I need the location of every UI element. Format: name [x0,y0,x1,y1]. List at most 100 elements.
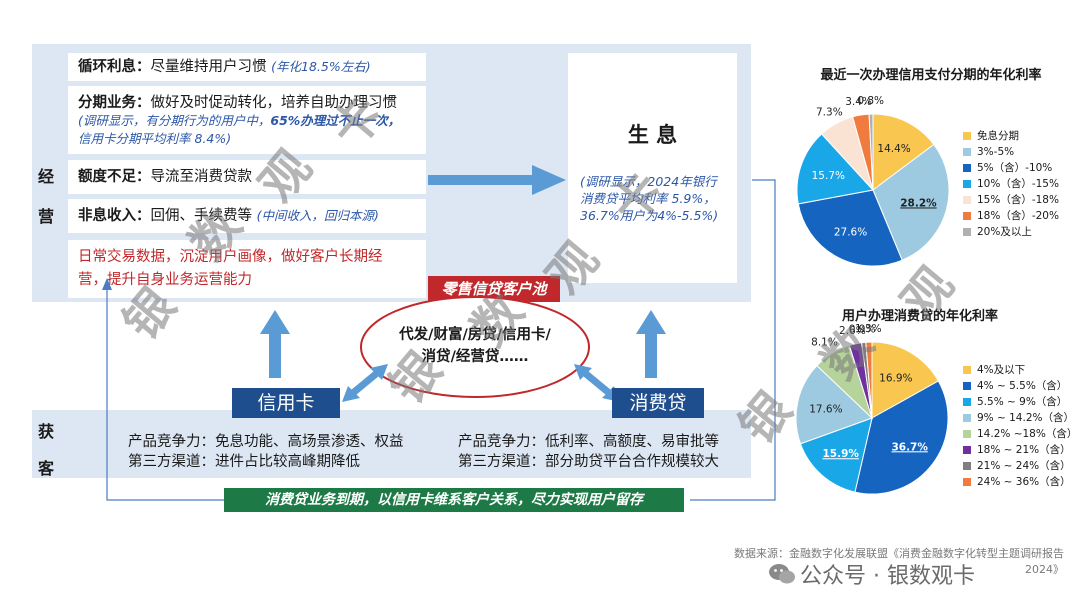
pie1-slice-6 [868,113,874,191]
pie2-label-6: 0.9% [849,324,876,336]
legend2-item: 4%及以下 [963,362,1077,378]
legend-text: 21% ~ 24%（含） [977,460,1071,472]
oval-text-1: 代发/财富/房贷/信用卡/ [399,327,551,343]
arrow-to-interest [428,165,566,195]
legend1-item: 15%（含）-18% [963,192,1059,208]
legend-swatch [963,164,971,172]
legend-text: 18%（含）-20% [977,210,1059,222]
pie-chart-installment-rate: 14.4%28.2%27.6%15.7%7.3%3.4%0.8% [796,95,950,267]
pie2-label-3: 17.6% [809,403,842,415]
pie2-label-4: 8.1% [811,337,838,349]
legend-text: 20%及以上 [977,226,1032,238]
pie1-label-5: 3.4% [845,96,872,108]
acq-label-1: 获 [38,422,55,441]
row-credit-limit: 额度不足：导流至消费贷款 [68,160,426,194]
ops-label-2: 营 [38,207,55,226]
legend-swatch [963,148,971,156]
pie1-label-2: 27.6% [834,226,867,238]
row-note-bold: 65%办理过不止一次， [270,113,401,128]
interest-note: (调研显示，2024年银行消费贷平均利率 5.9%，36.7%用户为4%-5.5… [580,174,719,223]
legend1-item: 免息分期 [963,128,1059,144]
legend-swatch [963,478,971,486]
legend-text: 免息分期 [977,130,1019,142]
red-ops-text: 日常交易数据，沉淀用户画像，做好客户长期经营，提升自身业务运营能力 [78,249,383,288]
pie2-label-0: 16.9% [879,372,912,384]
legend-swatch [963,446,971,454]
consumer-loan-line-1: 产品竞争力：低利率、高额度、易审批等 [458,434,719,450]
legend2-item: 9% ~ 14.2%（含） [963,410,1077,426]
pie1-slice-0 [872,113,935,191]
pie1-label-3: 15.7% [812,170,845,182]
up-arrow-left [260,310,290,378]
legend-swatch [963,212,971,220]
customer-pool-oval [360,296,590,398]
legend2-item: 24% ~ 36%（含） [963,474,1077,490]
legend-text: 5.5% ~ 9%（含） [977,396,1068,408]
interest-box: 生 息 (调研显示，2024年银行消费贷平均利率 5.9%，36.7%用户为4%… [568,53,737,283]
legend2-item: 5.5% ~ 9%（含） [963,394,1077,410]
row-text: 回佣、手续费等 [150,208,253,224]
row-key: 非息收入： [78,208,151,224]
row-key: 循环利息： [78,59,151,75]
pie2-slice-3 [795,364,873,445]
pie-chart-consumer-loan-rate: 16.9%36.7%15.9%17.6%8.1%2.6%0.9%1.3% [795,323,949,495]
legend1-item: 20%及以上 [963,224,1059,240]
credit-card-line-2: 第三方渠道：进件占比较高峰期降低 [128,454,360,470]
legend-text: 15%（含）-18% [977,194,1059,206]
legend-text: 24% ~ 36%（含） [977,476,1071,488]
legend-swatch [963,132,971,140]
legend-text: 10%（含）-15% [977,178,1059,190]
row-note-2: 信用卡分期平均利率 8.4%) [78,131,232,146]
legend-swatch [963,228,971,236]
chart-1-title: 最近一次办理信用支付分期的年化利率 [820,68,1042,83]
red-ops-text-box: 日常交易数据，沉淀用户画像，做好客户长期经营，提升自身业务运营能力 [68,240,426,298]
legend-text: 14.2% ~18%（含） [977,428,1078,440]
legend1-item: 18%（含）-20% [963,208,1059,224]
row-text: 导流至消费贷款 [150,169,253,185]
row-note: (中间收入，回归本源) [256,208,379,223]
legend-swatch [963,430,971,438]
row-key: 额度不足： [78,169,151,185]
legend-text: 4% ~ 5.5%（含） [977,380,1068,392]
legend-swatch [963,462,971,470]
row-key: 分期业务： [78,95,151,111]
consumer-loan-label: 消费贷 [612,388,704,418]
legend-text: 3%-5% [977,146,1015,158]
legend-swatch [963,366,971,374]
retention-banner: 消费贷业务到期，以信用卡维系客户关系，尽力实现用户留存 [224,488,684,512]
double-arrow-left [342,364,388,402]
pie2-slice-2 [799,417,873,493]
consumer-loan-line-2: 第三方渠道：部分助贷平台合作规模较大 [458,454,719,470]
credit-card-label: 信用卡 [232,388,340,418]
pie1-label-0: 14.4% [877,143,910,155]
legend-text: 9% ~ 14.2%（含） [977,412,1074,424]
legend2-item: 14.2% ~18%（含） [963,426,1077,442]
pie2-label-7: 1.3% [855,323,882,335]
row-installment: 分期业务：做好及时促动转化，培养自助办理习惯 (调研显示，有分期行为的用户中，6… [68,86,426,154]
legend-installment-rate: 免息分期 3%-5% 5%（含）-10% 10%（含）-15% 15%（含）-18% 18… [963,128,1059,240]
pie1-label-6: 0.8% [857,95,884,107]
legend-consumer-loan-rate: 4%及以下 4% ~ 5.5%（含） 5.5% ~ 9%（含） 9% ~ 14.2%（… [963,362,1077,490]
pie2-label-1: 36.7% [891,441,928,453]
interest-title: 生 息 [627,123,678,147]
pie2-slice-0 [871,341,940,419]
pie2-slice-7 [865,341,873,419]
legend-swatch [963,382,971,390]
legend2-item: 4% ~ 5.5%（含） [963,378,1077,394]
acq-label-2: 客 [38,459,55,478]
oval-text-2: 消贷/经营贷…… [421,349,529,365]
pie1-label-1: 28.2% [900,197,937,209]
legend1-item: 10%（含）-15% [963,176,1059,192]
legend-text: 18% ~ 21%（含） [977,444,1071,456]
pie1-slice-3 [796,133,874,205]
legend-swatch [963,398,971,406]
ops-label-1: 经 [38,167,55,186]
pie1-slice-2 [797,189,903,267]
row-text: 尽量维持用户习惯 [150,59,267,75]
legend1-item: 3%-5% [963,144,1059,160]
row-revolving-interest: 循环利息：尽量维持用户习惯 (年化18.5%左右) [68,53,426,81]
legend2-item: 21% ~ 24%（含） [963,458,1077,474]
wechat-account: 公众号 · 银数观卡 [800,564,975,589]
legend-text: 5%（含）-10% [977,162,1053,174]
